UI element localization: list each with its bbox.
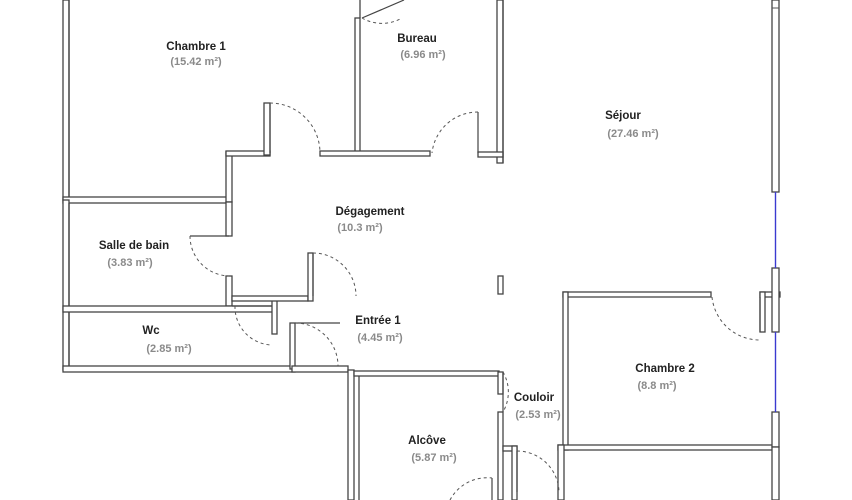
wall-chambre1-bureau — [354, 17, 361, 155]
room-alcove-name: Alcôve — [408, 435, 446, 447]
room-entree-1-area: (4.45 m²) — [357, 332, 403, 344]
room-couloir-area: (2.53 m²) — [515, 409, 561, 421]
door-couloir-lower-swing — [516, 450, 560, 493]
room-degagement-name: Dégagement — [335, 206, 404, 218]
room-sejour: Séjour (27.46 m²) — [605, 110, 659, 140]
wall-right-middle — [771, 267, 780, 333]
wall-degagement-door-stub — [307, 252, 314, 302]
room-bureau-area: (6.96 m²) — [400, 49, 446, 61]
wall-chambre1-step — [225, 151, 233, 203]
room-degagement-area: (10.3 m²) — [337, 222, 383, 234]
room-chambre-1-name: Chambre 1 — [166, 41, 226, 53]
door-bureau-top-leaf — [361, 0, 405, 19]
room-entree-1-name: Entrée 1 — [355, 315, 401, 327]
wall-sdb-bottom — [62, 305, 277, 313]
door-alcove-swing — [449, 477, 493, 500]
wall-wc-right-top — [271, 299, 278, 335]
wall-alcove-top — [353, 370, 500, 377]
room-degagement: Dégagement (10.3 m²) — [335, 206, 404, 234]
room-chambre-1-area: (15.42 m²) — [170, 56, 222, 68]
room-labels: Chambre 1 (15.42 m²) Bureau (6.96 m²) Sé… — [99, 33, 695, 464]
door-entree-swing — [294, 322, 339, 367]
doors — [189, 0, 761, 500]
room-alcove-area: (5.87 m²) — [411, 452, 457, 464]
door-bureau-top-swing — [361, 17, 403, 24]
wall-chambre1-step-stub — [263, 102, 271, 156]
wall-bureau-bottom-stub — [477, 151, 504, 158]
wall-couloir-right-stub — [511, 445, 518, 500]
room-chambre-2: Chambre 2 (8.8 m²) — [635, 363, 694, 392]
door-chambre2-swing — [711, 296, 761, 341]
wall-chambre2-right-stub — [759, 291, 766, 333]
room-entree-1: Entrée 1 (4.45 m²) — [355, 315, 403, 344]
room-bureau: Bureau (6.96 m²) — [397, 33, 446, 61]
room-wc-area: (2.85 m²) — [146, 343, 192, 355]
room-salle-de-bain: Salle de bain (3.83 m²) — [99, 240, 169, 269]
room-chambre-2-area: (8.8 m²) — [637, 380, 676, 392]
wall-chambre2-top — [562, 291, 712, 298]
door-couloir-swing — [502, 371, 509, 413]
room-couloir-name: Couloir — [514, 392, 555, 404]
room-wc-name: Wc — [142, 325, 160, 337]
room-salle-de-bain-name: Salle de bain — [99, 240, 169, 252]
door-sdb-swing — [189, 235, 230, 277]
wall-couloir-left — [497, 371, 504, 395]
wall-right-upper — [771, 0, 780, 193]
door-degagement-swing — [312, 252, 357, 297]
room-chambre-2-name: Chambre 2 — [635, 363, 694, 375]
wall-wc-bottom — [62, 365, 296, 373]
wall-left-upper — [62, 0, 70, 201]
wall-couloir-post — [497, 275, 504, 295]
wall-sdb-right-bottom — [225, 275, 233, 307]
wall-chambre2-bottom-stub — [557, 444, 565, 500]
wall-chambre2-left — [562, 291, 569, 451]
wall-right-bottom — [771, 446, 780, 500]
walls — [62, 0, 781, 500]
room-sejour-area: (27.46 m²) — [607, 128, 659, 140]
wall-degagement-entree — [231, 295, 309, 302]
room-chambre-1: Chambre 1 (15.42 m²) — [166, 41, 226, 68]
wall-right-lower — [771, 411, 780, 448]
wall-entree-left-stub — [289, 322, 296, 370]
wall-entree-bottom-left — [291, 365, 349, 373]
door-bureau-swing — [431, 111, 479, 154]
room-sejour-name: Séjour — [605, 110, 641, 122]
room-couloir: Couloir (2.53 m²) — [514, 392, 561, 421]
wall-couloir-left-lower — [497, 411, 504, 500]
wall-bureau-right — [496, 0, 504, 164]
room-bureau-name: Bureau — [397, 33, 437, 45]
room-alcove: Alcôve (5.87 m²) — [408, 435, 457, 464]
wall-alcove-left — [347, 369, 355, 500]
wall-chambre1-bottom — [62, 196, 232, 204]
wall-sdb-right-top — [225, 201, 233, 237]
room-wc: Wc (2.85 m²) — [142, 325, 192, 355]
wall-chambre1-bottom-right — [319, 150, 431, 157]
door-chambre1-swing — [269, 102, 321, 154]
wall-left-middle — [62, 199, 70, 371]
room-salle-de-bain-area: (3.83 m²) — [107, 257, 153, 269]
door-wc-swing — [234, 305, 273, 346]
wall-chambre2-bottom — [557, 444, 779, 451]
